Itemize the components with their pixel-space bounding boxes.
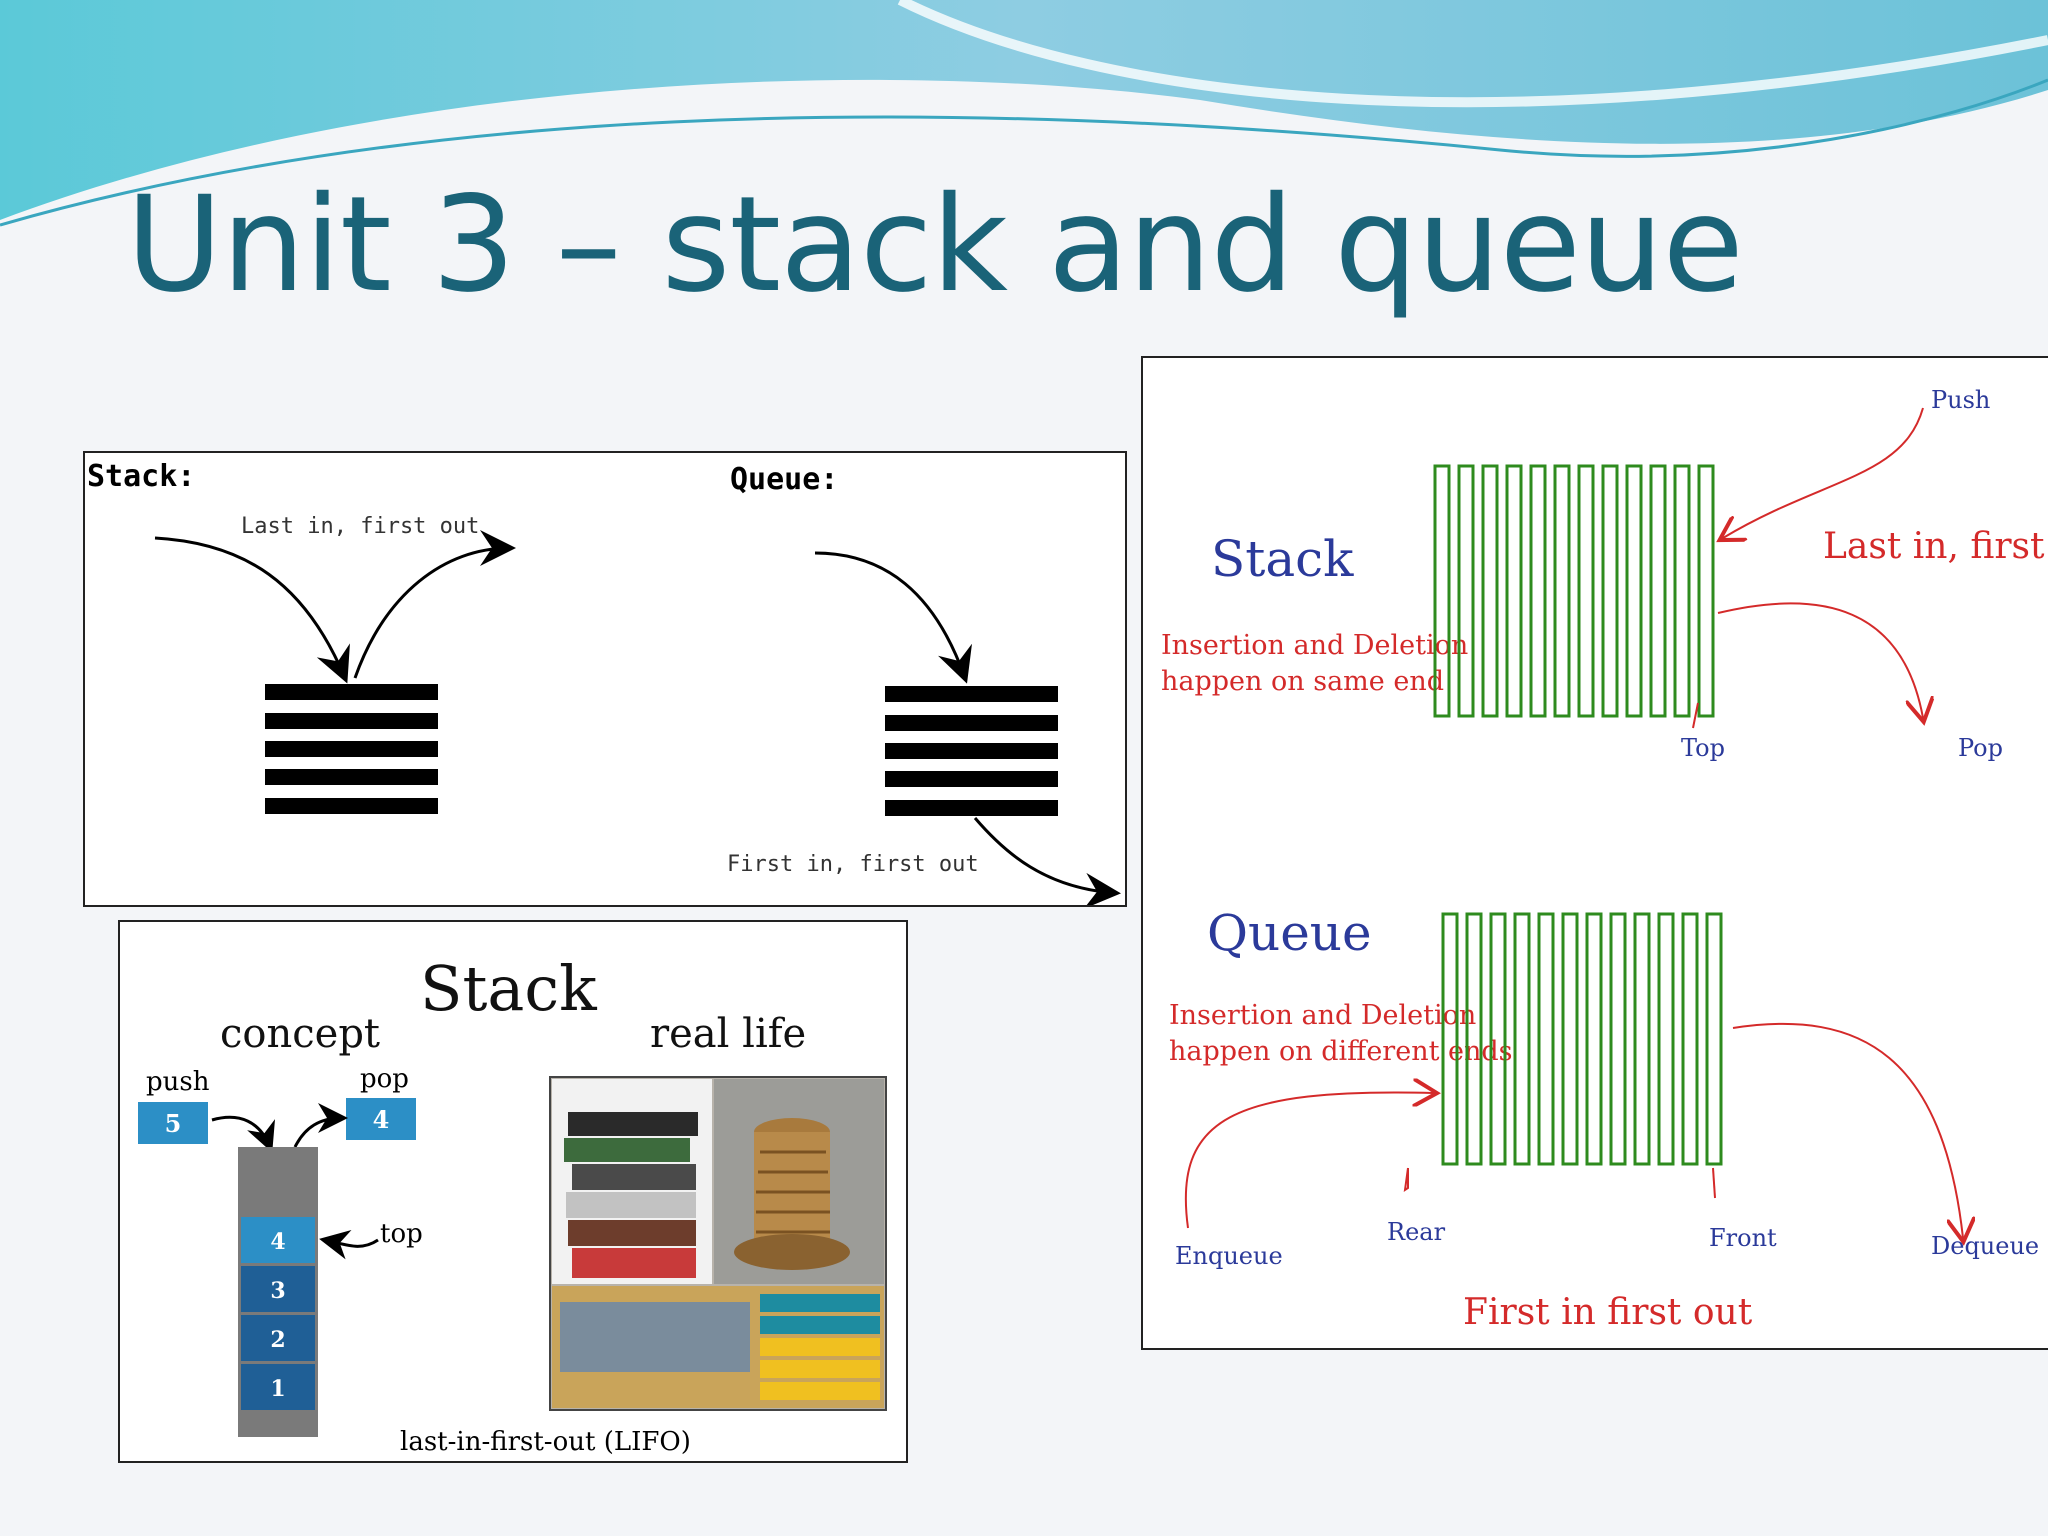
dequeue-arrow bbox=[973, 817, 1121, 905]
stack-cell: 1 bbox=[270, 1376, 285, 1402]
enqueue-arrow bbox=[1184, 1092, 1433, 1229]
stack-cells bbox=[241, 1217, 315, 1410]
stack-queue-basic-diagram: Stack: Last in, first out Queue: First i… bbox=[83, 451, 1127, 907]
queue-title: Queue bbox=[1207, 904, 1372, 962]
stack-bars bbox=[265, 684, 438, 814]
push-value: 5 bbox=[165, 1109, 182, 1138]
fifo-label: First in first out bbox=[1463, 1292, 1753, 1333]
queue-desc-line1: Insertion and Deletion bbox=[1169, 1000, 1476, 1031]
cassette-stack-image bbox=[560, 1294, 880, 1400]
queue-desc-line2: happen on different ends bbox=[1169, 1036, 1513, 1067]
dequeue-arrow bbox=[1732, 1022, 1963, 1238]
stack-title: Stack bbox=[1211, 530, 1354, 588]
concept-label: concept bbox=[220, 1011, 380, 1057]
rear-label: Rear bbox=[1387, 1218, 1446, 1246]
pop-label: Pop bbox=[1958, 734, 2003, 762]
pop-arrow bbox=[1717, 602, 1923, 718]
enqueue-arrow bbox=[814, 551, 972, 684]
lifo-caption: Last in, first out bbox=[241, 514, 479, 539]
header-wave bbox=[0, 0, 2048, 227]
stack-queue-handdrawn-diagram: Stack Insertion and Deletion happen on s… bbox=[1141, 356, 2048, 1350]
top-label: Top bbox=[1681, 734, 1725, 762]
top-arrow bbox=[319, 1230, 379, 1260]
queue-bars bbox=[885, 686, 1058, 816]
queue-label: Queue: bbox=[730, 462, 838, 497]
lifo-label: Last in, first out bbox=[1823, 526, 2048, 567]
push-box bbox=[138, 1102, 208, 1144]
book-stack-image bbox=[564, 1112, 698, 1278]
pop-arrow bbox=[353, 530, 516, 679]
fifo-caption: First in, first out bbox=[727, 852, 979, 877]
front-label: Front bbox=[1709, 1224, 1777, 1252]
push-arrow bbox=[211, 1115, 275, 1153]
real-life-photo bbox=[549, 1076, 887, 1411]
push-arrow bbox=[1723, 407, 1924, 538]
dequeue-label: Dequeue bbox=[1931, 1232, 2039, 1260]
top-pointer bbox=[1692, 702, 1699, 729]
stack-cell: 2 bbox=[270, 1327, 285, 1353]
push-label: Push bbox=[1931, 386, 1990, 414]
push-label: push bbox=[146, 1067, 210, 1097]
rear-pointer bbox=[1403, 1167, 1409, 1193]
stack-cell: 4 bbox=[270, 1229, 285, 1255]
push-arrow bbox=[154, 536, 350, 684]
lifo-footer: last-in-first-out (LIFO) bbox=[400, 1427, 691, 1457]
pop-arrow bbox=[293, 1103, 348, 1148]
enqueue-label: Enqueue bbox=[1175, 1242, 1283, 1270]
stack-cells-outline bbox=[1433, 464, 1715, 718]
front-pointer bbox=[1712, 1167, 1716, 1199]
stack-cell: 3 bbox=[270, 1278, 285, 1304]
pop-value: 4 bbox=[373, 1105, 390, 1134]
slide-title: Unit 3 – stack and queue bbox=[126, 168, 1744, 322]
stack-heading: Stack bbox=[420, 952, 597, 1025]
stack-desc-line2: happen on same end bbox=[1161, 666, 1444, 697]
pop-box bbox=[346, 1098, 416, 1140]
pop-label: pop bbox=[360, 1064, 409, 1094]
stack-desc-line1: Insertion and Deletion bbox=[1161, 630, 1468, 661]
real-life-label: real life bbox=[650, 1011, 806, 1057]
plate-stack-image bbox=[734, 1118, 850, 1270]
stack-concept-diagram: Stack concept real life push 5 pop 4 4 3… bbox=[118, 920, 908, 1463]
queue-cells-outline bbox=[1441, 912, 1723, 1166]
top-label: top bbox=[380, 1219, 423, 1249]
stack-label: Stack: bbox=[87, 459, 195, 494]
